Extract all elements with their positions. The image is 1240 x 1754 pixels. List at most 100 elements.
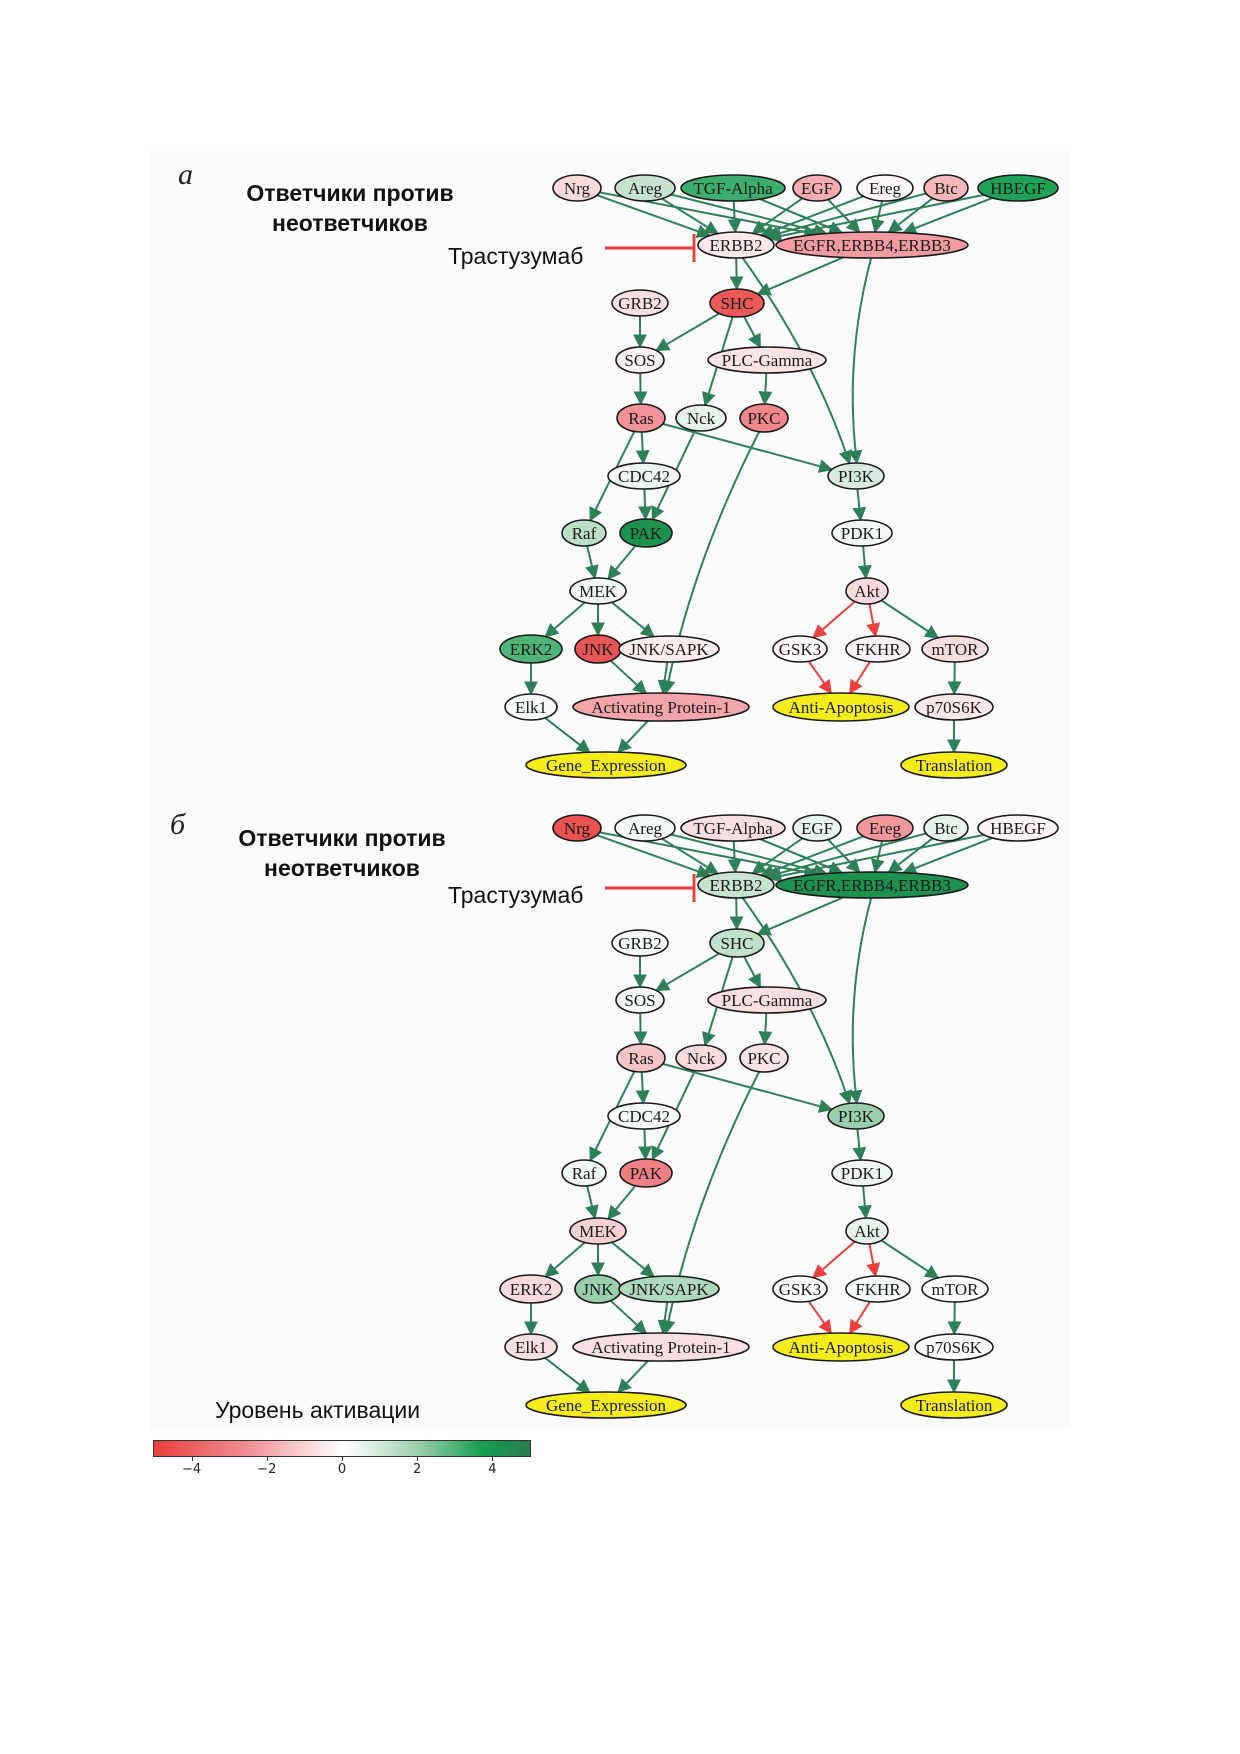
colorbar-tick-label: 4 (488, 1462, 497, 1477)
node-pak: PAK (619, 1158, 673, 1188)
node-egf: EGF (792, 174, 842, 202)
edge-btc-to-erbb2 (764, 832, 927, 881)
node-pdk1-label: PDK1 (841, 524, 884, 543)
node-hbegf: HBEGF (977, 174, 1059, 202)
edge-raf-to-mek (585, 545, 599, 580)
edge-plc-gamma-to-pkc (758, 372, 773, 406)
edge-jnksapk-to-ap1 (657, 661, 672, 695)
edge-egfr-to-shc (756, 256, 844, 296)
node-akt-label: Akt (854, 1222, 880, 1241)
node-jnk: JNK (574, 1274, 622, 1304)
panel-a-letter: а (178, 158, 193, 191)
edge-shc-to-sos (655, 952, 720, 992)
edge-nrg-to-erbb2 (596, 834, 712, 878)
node-erbb2-label: ERBB2 (710, 876, 763, 895)
node-pak: PAK (619, 518, 673, 548)
node-p70s6k: p70S6K (914, 693, 994, 721)
edge-akt-to-gsk3 (812, 1240, 856, 1279)
node-egfr-shape (775, 231, 969, 259)
node-pak-label: PAK (630, 1164, 663, 1183)
node-mtor-shape (921, 1275, 989, 1303)
panel-b-title-line2: неответчиков (264, 855, 420, 881)
node-ap1-label: Activating Protein-1 (591, 1338, 730, 1357)
node-erk2-shape (499, 634, 563, 664)
node-cdc42: CDC42 (607, 1102, 681, 1130)
edges (524, 191, 993, 754)
node-translation-shape (900, 1391, 1008, 1419)
node-pdk1-label: PDK1 (841, 1164, 884, 1183)
edge-mek-to-erk2 (544, 601, 586, 638)
node-btc-label: Btc (934, 819, 958, 838)
colorbar-title: Уровень активации (215, 1397, 421, 1423)
node-gsk3-shape (772, 1275, 828, 1303)
node-pdk1: PDK1 (831, 1159, 893, 1187)
node-egf: EGF (792, 814, 842, 842)
node-akt-shape (845, 1217, 889, 1245)
node-ap1-shape (572, 1332, 750, 1362)
node-erk2-shape (499, 1274, 563, 1304)
node-mtor-label: mTOR (932, 1280, 980, 1299)
node-nrg: Nrg (552, 174, 602, 202)
node-ereg-shape (856, 174, 914, 202)
edge-akt-to-mtor (880, 599, 940, 639)
node-plcgamma-label: PLC-Gamma (722, 991, 813, 1010)
edge-btc-to-erbb2 (764, 192, 927, 241)
node-tgfalpha-label: TGF-Alpha (693, 179, 773, 198)
node-ap1: Activating Protein-1 (572, 692, 750, 722)
colorbar-tick (342, 1456, 343, 1461)
edge-pi3k-to-pdk1 (852, 488, 867, 522)
edge-cdc42-to-pak (638, 1128, 653, 1161)
edge-mek-to-jnksapk (611, 601, 655, 638)
edge-shc-to-plc-gamma (743, 956, 762, 989)
node-sos-label: SOS (624, 351, 655, 370)
node-pak-shape (619, 1158, 673, 1188)
edge-pdk1-to-akt (857, 1185, 872, 1220)
colorbar-tick (492, 1456, 494, 1461)
node-pi3k-shape (827, 462, 885, 490)
node-raf-label: Raf (572, 524, 597, 543)
node-geneexpression: Gene_Expression (525, 751, 687, 779)
edge-tgf-alpha-to-erbb2 (727, 840, 742, 874)
node-hbegf: HBEGF (977, 814, 1059, 842)
node-hbegf-shape (977, 814, 1059, 842)
node-p70s6k: p70S6K (914, 1333, 994, 1361)
node-mek-shape (569, 577, 627, 605)
node-sos-shape (615, 346, 665, 374)
colorbar-tick-label: 2 (413, 1462, 422, 1477)
node-elk1-shape (504, 1333, 558, 1361)
node-akt-label: Akt (854, 582, 880, 601)
node-btc-label: Btc (934, 179, 958, 198)
node-nrg-label: Nrg (564, 819, 591, 838)
node-shc: SHC (709, 288, 765, 318)
edge-mtor-to-p70s6k (947, 661, 962, 696)
node-btc-shape (923, 174, 969, 202)
edge-areg-to-erbb2 (661, 837, 719, 875)
node-tgfalpha: TGF-Alpha (680, 814, 786, 842)
edge-pdk1-to-akt (857, 545, 872, 580)
edge-raf-to-mek (585, 1185, 599, 1220)
node-grb2: GRB2 (611, 929, 669, 957)
node-raf-shape (561, 1159, 607, 1187)
node-translation: Translation (900, 751, 1008, 779)
node-egfr-label: EGFR,ERBB4,ERBB3 (793, 236, 951, 255)
colorbar-tick-label: −2 (257, 1462, 277, 1477)
node-mtor-shape (921, 635, 989, 663)
node-shc-label: SHC (720, 934, 753, 953)
node-pdk1: PDK1 (831, 519, 893, 547)
edge-jnksapk-to-ap1 (657, 1301, 672, 1335)
node-pi3k-label: PI3K (838, 1107, 875, 1126)
node-elk1: Elk1 (504, 1333, 558, 1361)
node-ras-shape (616, 1043, 666, 1073)
node-tgfalpha-shape (680, 814, 786, 842)
node-nrg-label: Nrg (564, 179, 591, 198)
node-nck-shape (675, 404, 727, 432)
node-fkhr-shape (845, 1275, 911, 1303)
edge-egfr-to-pi3k (848, 897, 873, 1105)
node-antiapoptosis: Anti-Apoptosis (772, 1332, 910, 1362)
node-grb2: GRB2 (611, 289, 669, 317)
node-gsk3-label: GSK3 (779, 1280, 822, 1299)
node-plcgamma: PLC-Gamma (707, 986, 827, 1014)
node-nck-label: Nck (687, 409, 716, 428)
node-nrg: Nrg (552, 814, 602, 842)
node-jnk-label: JNK (582, 1280, 614, 1299)
